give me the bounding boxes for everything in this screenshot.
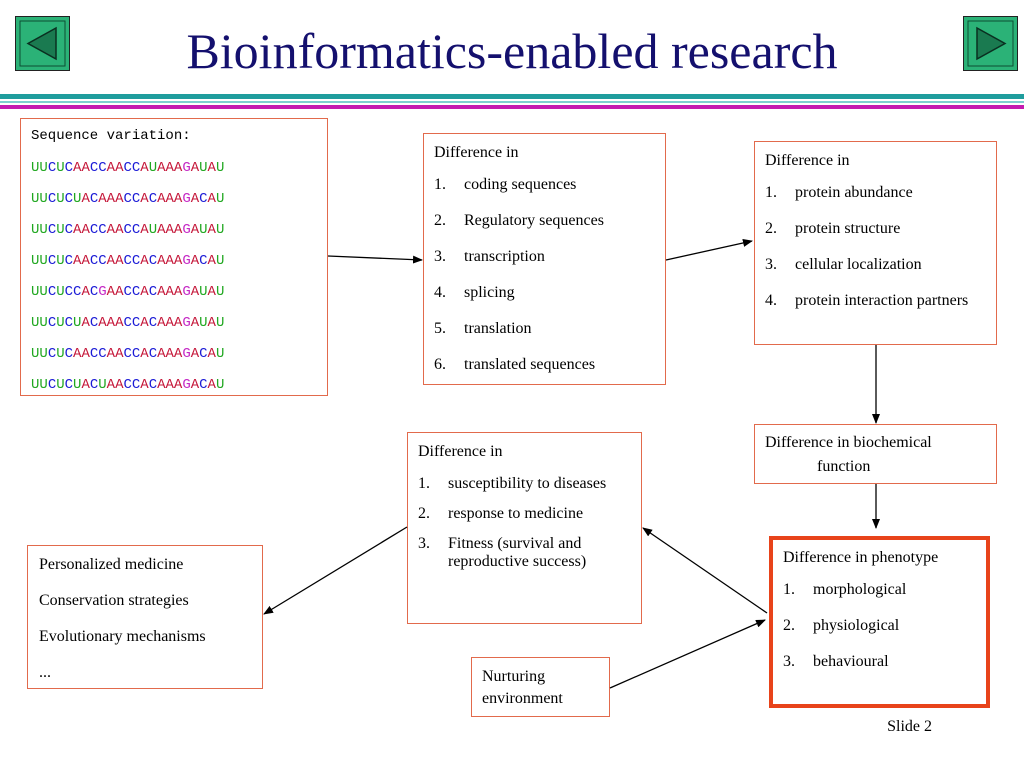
list-item: 4.splicing (434, 284, 515, 301)
previous-slide-button[interactable] (15, 16, 70, 71)
disease-differences-list: 1.susceptibility to diseases 2.response … (418, 475, 631, 571)
nurturing-environment-box: Nurturing environment (471, 657, 610, 717)
sequence-differences-list: 1.coding sequences 2.Regulatory sequence… (434, 176, 655, 374)
list-item: 1.morphological (783, 581, 907, 598)
list-item: 1.susceptibility to diseases (418, 475, 607, 492)
sequence-line: UUCUCAACCAACCACAAAGACAU (31, 346, 225, 362)
sequence-line: UUCUCAACCAACCAUAAAGAUAU (31, 160, 225, 176)
list-item: 1.protein abundance (765, 184, 913, 201)
sequence-line: UUCUCCACGAACCACAAAGAUAU (31, 284, 225, 300)
applications-box: Personalized medicine Conservation strat… (27, 545, 263, 689)
arrow-environment-to-phenotype (609, 619, 766, 689)
list-item: 1.coding sequences (434, 176, 577, 193)
sequence-header: Sequence variation: (31, 128, 191, 144)
sequence-line: UUCUCAACCAACCACAAAGACAU (31, 253, 225, 269)
sequence-differences-header: Difference in (434, 144, 519, 161)
triangle-right-icon (967, 20, 1014, 67)
list-item: 3.Fitness (survival and reproductive suc… (418, 535, 587, 570)
application-item: Conservation strategies (39, 592, 189, 609)
phenotype-header: Difference in phenotype (783, 549, 939, 566)
header-band-magenta (0, 105, 1024, 109)
sequence-line: UUCUCUACAAACCACAAAGACAU (31, 191, 225, 207)
list-item: 3.transcription (434, 248, 545, 265)
arrow-disease-to-applications (263, 526, 408, 615)
sequence-variation-box: Sequence variation: UUCUCAACCAACCAUAAAGA… (20, 118, 328, 396)
application-item: Evolutionary mechanisms (39, 628, 206, 645)
sequence-line: UUCUCAACCAACCAUAAAGAUAU (31, 222, 225, 238)
list-item: 3.behavioural (783, 653, 889, 670)
next-slide-button[interactable] (963, 16, 1018, 71)
page-title: Bioinformatics-enabled research (186, 23, 838, 79)
biochemical-function-box: Difference in biochemical function (754, 424, 997, 484)
list-item: 4.protein interaction partners (765, 292, 969, 309)
biochemical-line-1: Difference in biochemical (765, 434, 932, 451)
triangle-left-icon (19, 20, 66, 67)
sequence-lines: UUCUCAACCAACCAUAAAGAUAU UUCUCUACAAACCACAA… (31, 159, 317, 394)
arrow-sequence-to-differences (327, 255, 423, 264)
sequence-line: UUCUCUACUAACCACAAAGACAU (31, 377, 225, 393)
phenotype-list: 1.morphological 2.physiological 3.behavi… (783, 581, 976, 671)
header-band-light (0, 101, 1024, 103)
biochemical-line-2: function (817, 458, 871, 475)
list-item: 2.protein structure (765, 220, 901, 237)
sequence-line: UUCUCUACAAACCACAAAGAUAU (31, 315, 225, 331)
disease-differences-box: Difference in 1.susceptibility to diseas… (407, 432, 642, 624)
application-item: ... (39, 664, 51, 681)
arrow-phenotype-to-disease (642, 527, 768, 614)
phenotype-box: Difference in phenotype 1.morphological … (769, 536, 990, 708)
disease-differences-header: Difference in (418, 443, 503, 460)
list-item: 3.cellular localization (765, 256, 922, 273)
list-item: 5.translation (434, 320, 532, 337)
sequence-differences-box: Difference in 1.coding sequences 2.Regul… (423, 133, 666, 385)
list-item: 6.translated sequences (434, 356, 596, 373)
protein-differences-header: Difference in (765, 152, 850, 169)
list-item: 2.response to medicine (418, 505, 584, 522)
slide-number: Slide 2 (887, 718, 932, 735)
list-item: 2.Regulatory sequences (434, 212, 604, 229)
arrow-differences-to-protein (665, 239, 753, 261)
list-item: 2.physiological (783, 617, 900, 634)
protein-differences-list: 1.protein abundance 2.protein structure … (765, 184, 986, 310)
application-item: Personalized medicine (39, 556, 184, 573)
header-band-teal (0, 94, 1024, 99)
protein-differences-box: Difference in 1.protein abundance 2.prot… (754, 141, 997, 345)
nurturing-environment-text: Nurturing environment (482, 668, 563, 707)
